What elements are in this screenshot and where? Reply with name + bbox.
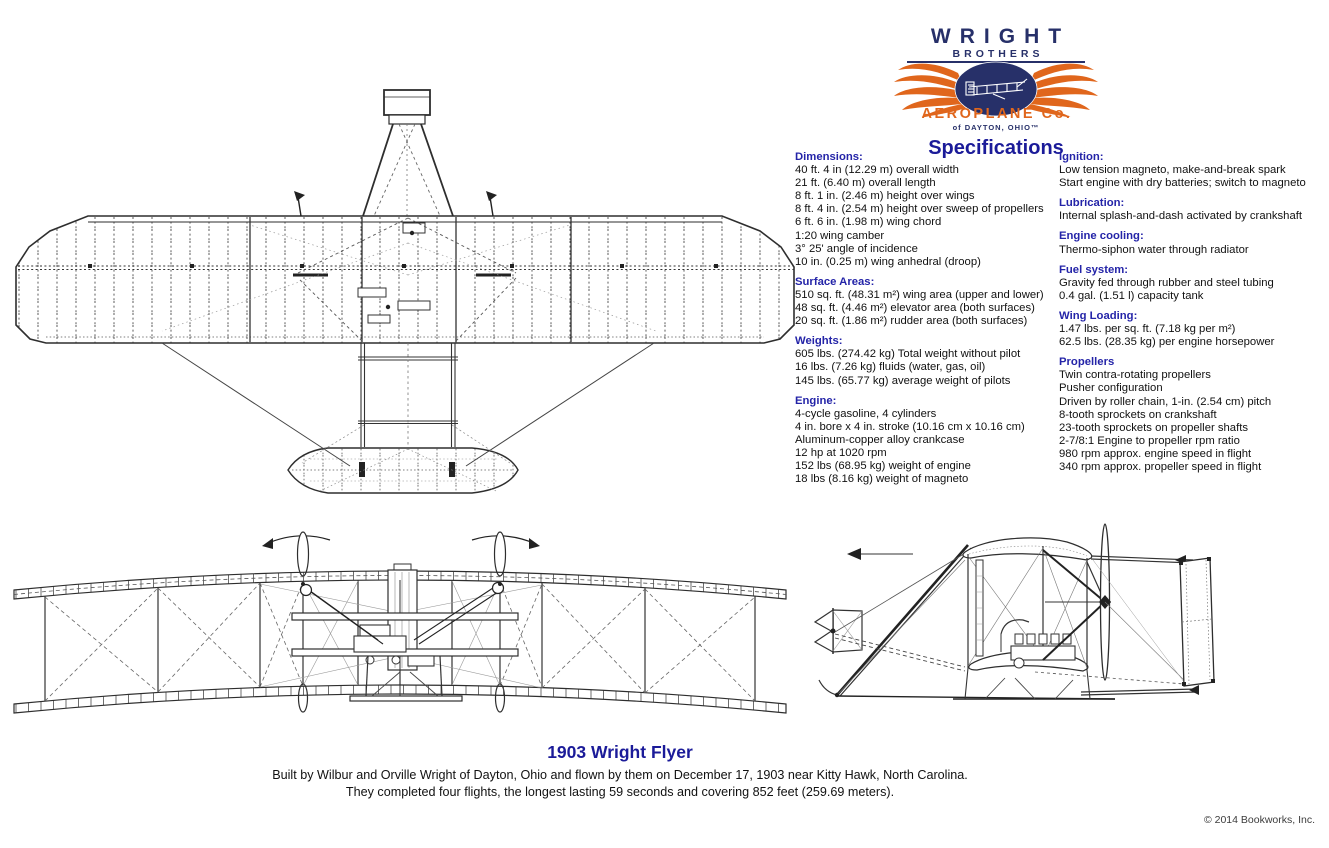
- engine-cradle-plan: [161, 217, 657, 342]
- skids-front: [349, 580, 463, 702]
- side-view-drawing: [813, 523, 1215, 700]
- footer-line-1: Built by Wilbur and Orville Wright of Da…: [272, 768, 968, 782]
- spec-line: 8 ft. 4 in. (2.54 m) height over sweep o…: [795, 203, 1044, 216]
- spec-line: Driven by roller chain, 1-in. (2.54 cm) …: [1059, 395, 1272, 408]
- spec-column-left: Dimensions: 40 ft. 4 in (12.29 m) overal…: [795, 151, 1059, 493]
- wright-brothers-logo: WRIGHT BROTHERS: [880, 25, 1112, 160]
- spec-section: Wing Loading: 1.47 lbs. per sq. ft. (7.1…: [1059, 310, 1329, 349]
- logo-brothers-text: BROTHERS: [952, 48, 1044, 61]
- spec-line: 1.47 lbs. per sq. ft. (7.18 kg per m²): [1059, 323, 1236, 336]
- logo-aeroplane-text: AEROPLANE Co.: [921, 106, 1073, 123]
- front-view-drawing: [13, 531, 787, 714]
- logo-wright-text: WRIGHT: [930, 25, 1071, 48]
- spec-section: Ignition: Low tension magneto, make-and-…: [1059, 151, 1329, 190]
- spec-line: 18 lbs (8.16 kg) weight of magneto: [795, 473, 969, 486]
- spec-line: Aluminum-copper alloy crankcase: [795, 433, 965, 446]
- spec-section-heading: Engine:: [795, 394, 837, 407]
- spec-line: Internal splash-and-dash activated by cr…: [1059, 210, 1303, 223]
- spec-line: 605 lbs. (274.42 kg) Total weight withou…: [795, 348, 1021, 361]
- spec-line: 340 rpm approx. propeller speed in fligh…: [1059, 460, 1262, 473]
- spec-section: Weights: 605 lbs. (274.42 kg) Total weig…: [795, 335, 1059, 387]
- forward-frame-side: [818, 544, 1116, 700]
- logo-wings-icon: [894, 61, 1098, 118]
- spec-section-heading: Propellers: [1059, 356, 1115, 369]
- spec-section: Propellers Twin contra-rotating propelle…: [1059, 356, 1329, 474]
- bracing-wires-front: [44, 581, 756, 702]
- spec-line: Gravity fed through rubber and steel tub…: [1059, 276, 1274, 289]
- spec-line: 1:20 wing camber: [795, 229, 885, 242]
- spec-line: 145 lbs. (65.77 kg) average weight of pi…: [795, 374, 1011, 387]
- spec-line: 12 hp at 1020 rpm: [795, 446, 887, 459]
- spec-section-heading: Engine cooling:: [1059, 230, 1144, 243]
- rudder-plan: [287, 447, 519, 494]
- tail-frame-plan: [358, 343, 458, 447]
- spec-section: Surface Areas: 510 sq. ft. (48.31 m²) wi…: [795, 276, 1059, 328]
- front-elevator-plan: [362, 89, 454, 217]
- footer-caption: 1903 Wright Flyer Built by Wilbur and Or…: [0, 742, 1240, 800]
- flight-direction-arrow: [847, 548, 913, 560]
- chain-drives-front: [299, 581, 505, 645]
- copyright-notice: © 2014 Bookworks, Inc.: [1203, 814, 1315, 826]
- spec-line: 2-7/8:1 Engine to propeller rpm ratio: [1059, 434, 1240, 447]
- spec-section-heading: Fuel system:: [1059, 263, 1129, 276]
- spec-line: 8 ft. 1 in. (2.46 m) height over wings: [795, 190, 975, 203]
- top-view-drawing: [15, 89, 795, 494]
- spec-column-right: Ignition: Low tension magneto, make-and-…: [1059, 151, 1329, 481]
- spec-section: Fuel system: Gravity fed through rubber …: [1059, 264, 1329, 303]
- spec-line: 20 sq. ft. (1.86 m²) rudder area (both s…: [795, 315, 1028, 328]
- spec-line: 0.4 gal. (1.51 l) capacity tank: [1059, 289, 1204, 302]
- skids-side: [953, 667, 1115, 700]
- skid-tips-plan: [294, 191, 497, 217]
- spec-section: Dimensions: 40 ft. 4 in (12.29 m) overal…: [795, 151, 1059, 269]
- logo-flyer-sketch: [965, 78, 1028, 100]
- spec-line: 23-tooth sprockets on propeller shafts: [1059, 421, 1249, 434]
- spec-line: 510 sq. ft. (48.31 m²) wing area (upper …: [795, 288, 1044, 301]
- spec-section-heading: Wing Loading:: [1059, 309, 1138, 322]
- struts-side: [967, 546, 1088, 670]
- page-title: 1903 Wright Flyer: [547, 742, 693, 762]
- specifications-title: Specifications: [928, 137, 1064, 160]
- spec-section-heading: Ignition:: [1059, 151, 1104, 163]
- spec-section: Engine cooling: Thermo-siphon water thro…: [1059, 230, 1329, 256]
- spec-line: 4 in. bore x 4 in. stroke (10.16 cm x 10…: [795, 420, 1025, 433]
- spec-line: 4-cycle gasoline, 4 cylinders: [795, 407, 937, 420]
- tail-wires-plan: [161, 342, 655, 467]
- rotation-arrows: [262, 535, 540, 549]
- spec-line: 48 sq. ft. (4.46 m²) elevator area (both…: [795, 302, 1035, 315]
- spec-section-heading: Lubrication:: [1059, 197, 1125, 210]
- spec-line: 3° 25' angle of incidence: [795, 242, 918, 255]
- rudder-side: [1179, 557, 1215, 687]
- spec-line: 8-tooth sprockets on crankshaft: [1059, 408, 1217, 421]
- spec-line: 152 lbs (68.95 kg) weight of engine: [795, 460, 971, 473]
- spec-line: Start engine with dry batteries; switch …: [1059, 177, 1306, 190]
- spec-line: Thermo-siphon water through radiator: [1059, 243, 1249, 256]
- spec-section: Lubrication: Internal splash-and-dash ac…: [1059, 197, 1329, 223]
- front-elevator-side: [813, 608, 863, 654]
- engine-side: [1000, 619, 1076, 669]
- wing-plan: [15, 215, 795, 344]
- spec-line: 6 ft. 6 in. (1.98 m) wing chord: [795, 216, 942, 229]
- spec-line: 40 ft. 4 in (12.29 m) overall width: [795, 164, 959, 177]
- tail-booms-side: [1034, 555, 1199, 696]
- spec-line: 62.5 lbs. (28.35 kg) per engine horsepow…: [1059, 336, 1275, 349]
- spec-line: Twin contra-rotating propellers: [1059, 369, 1211, 382]
- spec-section-heading: Dimensions:: [795, 151, 863, 163]
- spec-line: 16 lbs. (7.26 kg) fluids (water, gas, oi…: [795, 361, 986, 374]
- spec-line: Low tension magneto, make-and-break spar…: [1059, 164, 1286, 177]
- spec-line: 21 ft. (6.40 m) overall length: [795, 177, 936, 190]
- spec-section-heading: Weights:: [795, 335, 843, 348]
- spec-line: 980 rpm approx. engine speed in flight: [1059, 447, 1252, 460]
- spec-section-heading: Surface Areas:: [795, 275, 875, 288]
- engine-front: [353, 624, 435, 667]
- spec-line: 10 in. (0.25 m) wing anhedral (droop): [795, 255, 981, 268]
- spec-line: Pusher configuration: [1059, 382, 1163, 395]
- logo-dayton-text: of DAYTON, OHIO™: [952, 123, 1040, 133]
- footer-line-2: They completed four flights, the longest…: [345, 784, 895, 799]
